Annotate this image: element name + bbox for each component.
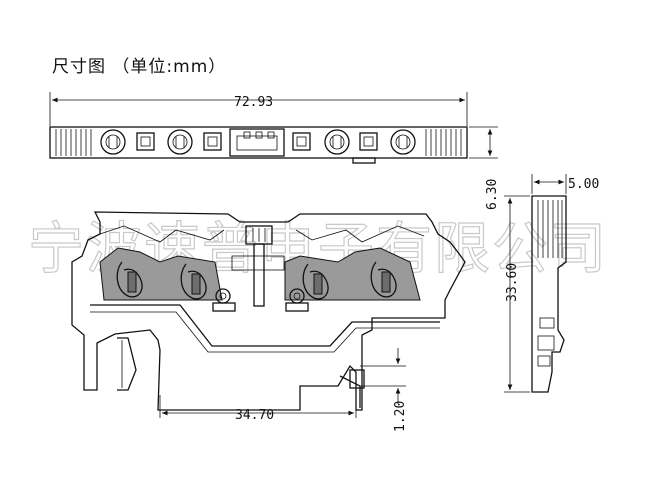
top-view-square-openings	[136, 132, 378, 151]
top-view-left-ribs	[55, 129, 92, 156]
dim-side-width-label: 5.00	[568, 177, 599, 192]
top-view-right-ribs	[425, 129, 462, 156]
side-view	[531, 195, 567, 393]
dim-rail-width-label: 34.70	[235, 408, 274, 423]
drawing-title: 尺寸图 （单位:mm）	[52, 57, 227, 77]
dim-foot-height: 1.20	[360, 348, 408, 432]
dim-side-height: 33.60	[504, 195, 530, 393]
side-view-ribs	[537, 200, 563, 258]
dim-foot-height-label: 1.20	[393, 401, 408, 432]
top-view-tab	[352, 157, 376, 164]
dim-top-height-label: 6.30	[485, 179, 500, 210]
front-view	[71, 211, 466, 411]
center-stem	[231, 225, 285, 307]
dim-total-width: 72.93	[49, 92, 468, 126]
left-spring-clamps	[116, 261, 236, 312]
dim-side-width: 5.00	[531, 174, 599, 194]
right-spring-clamps	[285, 261, 397, 312]
top-view-screw-openings	[100, 129, 416, 155]
top-view	[49, 126, 468, 164]
dim-top-height: 6.30	[469, 126, 500, 210]
dim-rail-width: 34.70	[159, 395, 357, 423]
top-view-center-module	[229, 128, 285, 157]
dim-total-width-label: 72.93	[234, 95, 273, 110]
dim-side-height-label: 33.60	[505, 263, 520, 302]
